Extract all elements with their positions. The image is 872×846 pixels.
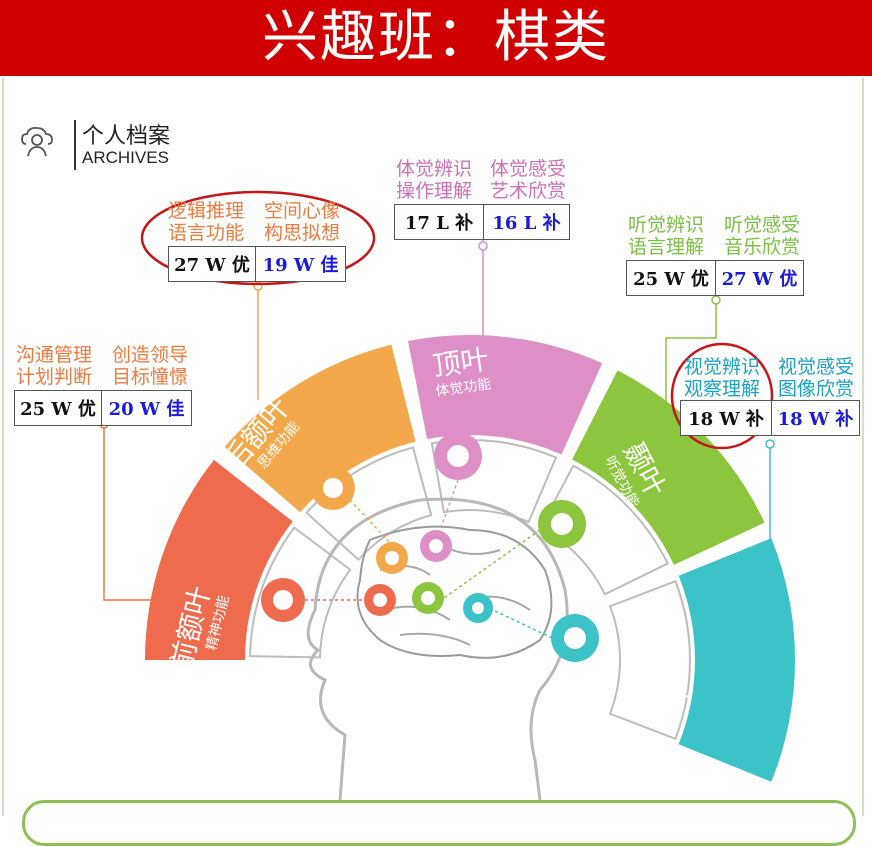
archive-divider [74,120,76,170]
occipital-right-label: 视觉感受图像欣赏 [778,356,855,400]
brain-gear-green-icon [412,582,444,614]
parietal-score-right: 16 L 补 [492,213,561,234]
brain-gear-teal-icon [463,593,493,623]
occipital-score-box: 18 W 补 18 W 补 [680,400,860,436]
prefrontal-left-label: 逻辑推理语言功能 [168,200,245,244]
parietal-score-left: 17 L 补 [395,205,484,239]
occipital-left-label: 视觉辨识观察理解 [684,356,761,400]
highlight-circle-prefrontal [140,190,376,286]
brain-gear-orange-icon [376,542,408,574]
occipital-lobe-segment [678,538,795,782]
temporal-lobe-segment [572,370,765,565]
temporal-score-left: 25 W 优 [627,261,716,295]
occipital-score-left: 18 W 补 [681,401,772,435]
prefrontal-score-box: 27 W 优 19 W 佳 [168,246,346,282]
prefrontal-score-left: 27 W 优 [169,247,256,281]
bottom-panel [22,800,856,846]
parietal-lobe-label: 顶叶 [431,342,491,382]
occipital-score-right: 18 W 补 [777,409,854,430]
temporal-score-right: 27 W 优 [721,269,798,290]
frontal-score-box: 25 W 优 20 W 佳 [14,390,192,426]
frontal-score-left: 25 W 优 [15,391,102,425]
archive-title: 个人档案 [82,124,171,149]
inner-segment [608,579,691,741]
temporal-score-box: 25 W 优 27 W 优 [626,260,804,296]
parietal-score-box: 17 L 补 16 L 补 [394,204,570,240]
head-silhouette [306,497,569,801]
prefrontal-right-label: 空间心像构思拟想 [264,200,341,244]
parietal-right-label: 体觉感受艺术欣赏 [490,158,567,202]
temporal-right-label: 听觉感受音乐欣赏 [724,214,801,258]
frontal-score-right: 20 W 佳 [108,399,185,420]
temporal-connector [665,296,717,430]
temporal-gear-icon [538,500,586,548]
brain-gear-pink-icon [420,530,452,562]
parietal-lobe-segment [407,334,603,455]
parietal-gear-icon [434,432,482,480]
occipital-gear-icon [551,614,599,662]
page-title: 兴趣班：棋类 [262,5,610,70]
title-bar: 兴趣班：棋类 [0,0,872,76]
prefrontal-score-right: 19 W 佳 [262,255,339,276]
parietal-lobe-sub: 体觉功能 [435,376,493,400]
frontal-lobe-segment [145,459,293,660]
archive-subtitle: ARCHIVES [82,148,169,167]
lobe-ring [145,334,795,782]
temporal-left-label: 听觉辨识语言理解 [628,214,705,258]
frontal-left-label: 沟通管理计划判断 [16,344,93,388]
parietal-left-label: 体觉辨识操作理解 [396,158,473,202]
gear-icons [261,432,599,662]
prefrontal-lobe-segment [224,344,416,513]
brain-gear-red-icon [364,584,396,616]
frontal-gear-icon [261,578,305,622]
person-cloud-icon [21,126,53,157]
highlight-circle-occipital [670,342,774,450]
prefrontal-gear-icon [311,466,355,510]
frontal-right-label: 创造领导目标憧憬 [112,344,189,388]
brain-diagram: 前额叶 精神功能 后额叶 思维功能 顶叶 体觉功能 颞叶 听觉功能 枕叶 视觉功… [99,190,795,801]
content-frame [2,78,864,816]
